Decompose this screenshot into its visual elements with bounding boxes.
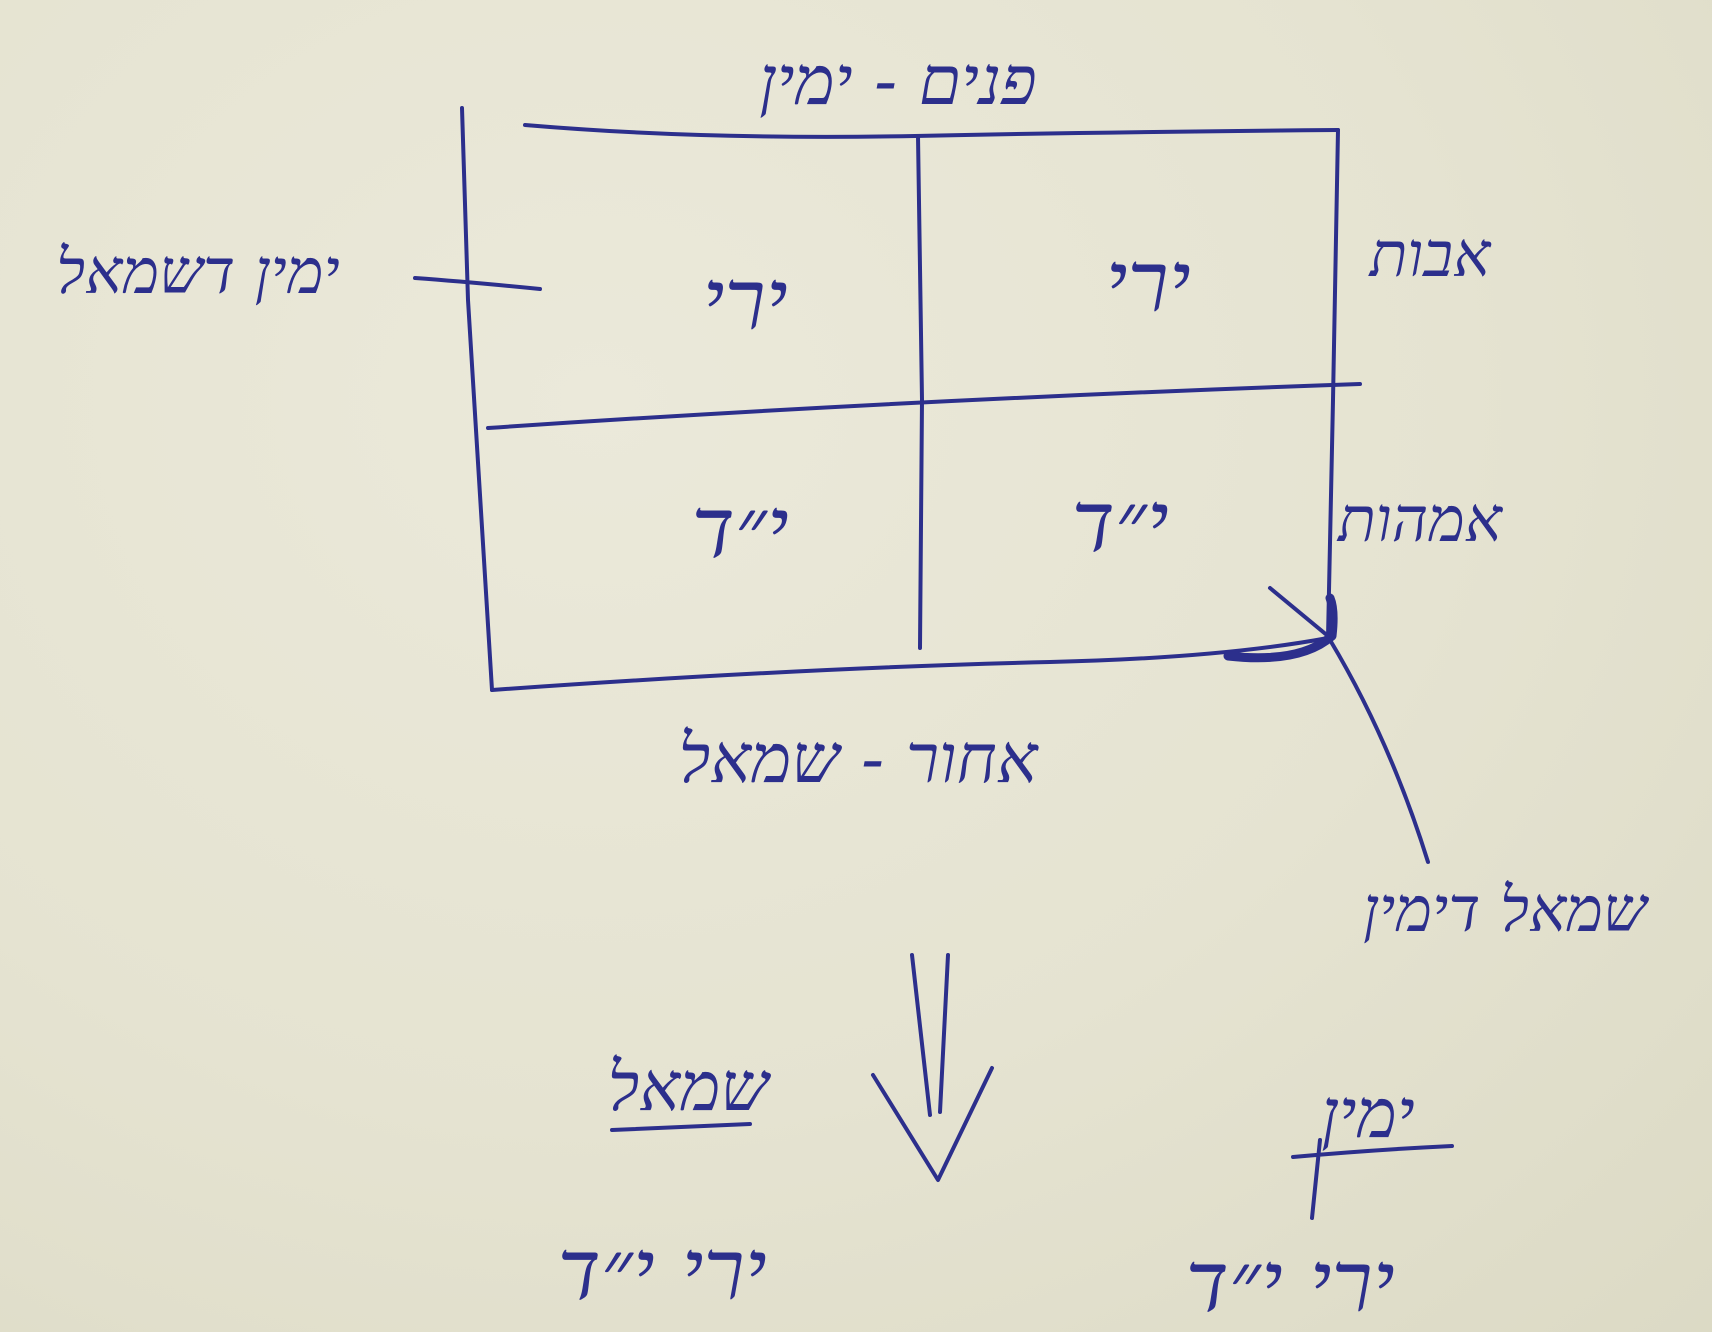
right-heading-underline: [1291, 1138, 1454, 1220]
corner-pointer-line: [1328, 638, 1430, 864]
right-upper-label: אבות: [1369, 218, 1491, 291]
grid-left-edge: [460, 106, 494, 692]
cell-top-left: ירי: [702, 251, 788, 349]
conclusion-left-values: ירי י״ד: [557, 1221, 767, 1319]
cell-bottom-right: י״ד: [1071, 473, 1169, 571]
conclusion-right-heading: ימין: [1321, 1075, 1415, 1154]
grid-top-edge: [523, 123, 1340, 139]
cell-top-right: ירי: [1105, 233, 1191, 331]
top-edge-label: פנים - ימין: [759, 42, 1037, 121]
left-heading-underline: [610, 1122, 752, 1132]
corner-note-label: שמאל דימין: [1363, 873, 1647, 946]
grid-vertical-divider: [916, 134, 924, 650]
grid-right-edge: [1326, 128, 1340, 640]
conclusion-right-values: ירי י״ד: [1185, 1233, 1395, 1331]
cell-bottom-left: י״ד: [691, 479, 789, 577]
corner-diagonal: [1268, 586, 1330, 638]
conclusion-left-heading: שמאל: [607, 1048, 769, 1127]
bottom-edge-label: אחור - שמאל: [678, 720, 1038, 799]
left-side-label: ימין דשמאל: [56, 235, 340, 308]
left-edge-tick: [413, 276, 542, 291]
right-lower-label: אמהות: [1338, 483, 1502, 556]
down-arrow: [871, 953, 994, 1182]
grid-horizontal-divider: [486, 382, 1362, 430]
grid-bottom-edge: [490, 636, 1330, 692]
